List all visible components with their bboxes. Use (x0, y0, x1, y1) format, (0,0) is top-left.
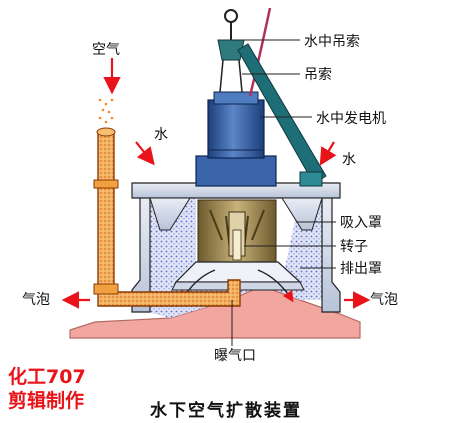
label-sling: 吊索 (304, 67, 332, 83)
generator-body (207, 99, 265, 159)
discharge-hood (174, 261, 302, 283)
diagram-caption: 水下空气扩散装置 (150, 401, 302, 421)
brand-line-2: 剪辑制作 (8, 390, 85, 412)
leader-lines (231, 39, 336, 346)
hoist-ring (224, 9, 238, 23)
guide-arm-foot (299, 171, 323, 187)
generator-top (213, 91, 259, 105)
label-underwater-sling: 水中吊索 (304, 34, 360, 50)
rotor-blades (209, 209, 265, 251)
label-water-right: 水 (342, 152, 356, 168)
sling-wire-left (219, 59, 224, 93)
label-suction-hood: 吸入罩 (340, 215, 382, 231)
air-pipe-collar-2 (93, 283, 119, 295)
label-air: 空气 (92, 42, 120, 58)
label-discharge-hood: 排出罩 (340, 261, 382, 277)
power-cable (248, 7, 272, 97)
label-aeration-outlet: 曝气口 (214, 348, 256, 364)
right-hood-wall (321, 195, 341, 313)
generator-collar (195, 155, 277, 187)
flow-arrow-right (257, 269, 294, 303)
guide-arm (237, 43, 327, 185)
label-rotor: 转子 (340, 239, 368, 255)
water-arrow-right (319, 141, 337, 166)
air-intake-dots (98, 98, 114, 124)
air-pipe-mouth (96, 127, 116, 137)
label-underwater-generator: 水中发电机 (316, 111, 386, 127)
label-water-left: 水 (154, 127, 168, 143)
rotor-core (232, 229, 242, 261)
water-arrow-left (135, 141, 155, 166)
sling-wire-right (238, 59, 243, 93)
brand-line-1: 化工707 (8, 366, 86, 388)
label-bubble-right: 气泡 (370, 292, 398, 308)
suction-hood-flange (149, 197, 323, 231)
air-pipe-collar-1 (93, 179, 119, 189)
label-bubble-left: 气泡 (22, 292, 50, 308)
